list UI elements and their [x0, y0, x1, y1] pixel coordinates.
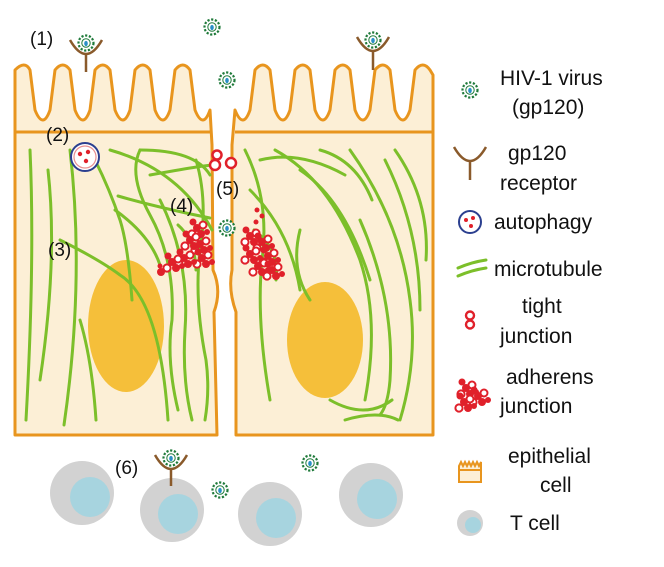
t-cell-icon — [457, 510, 483, 536]
legend-epithelial-line1: epithelial — [508, 445, 591, 468]
microtubules-right — [243, 148, 428, 422]
gp120-receptor-apical-left — [68, 34, 104, 72]
callout-6: (6) — [115, 458, 138, 479]
hiv-virus-icon — [162, 449, 180, 467]
adherens-junction-right — [240, 207, 286, 281]
legend: HIV-1 virus (gp120) gp120 receptor autop… — [452, 67, 603, 536]
gp120-receptor-tcell — [153, 449, 189, 486]
legend-microtubule: microtubule — [494, 258, 603, 281]
callout-2: (2) — [46, 125, 69, 146]
legend-virus-line1: HIV-1 virus — [500, 67, 603, 90]
hiv-virus-icon — [461, 81, 479, 99]
epithelial-cell-right — [229, 63, 435, 437]
legend-adherens-line1: adherens — [506, 366, 594, 389]
callout-3: (3) — [48, 240, 71, 261]
gp120-receptor-apical-right — [355, 31, 391, 70]
callout-5: (5) — [216, 179, 239, 200]
adherens-junction-icon — [454, 377, 492, 413]
legend-tight-line1: tight — [522, 295, 562, 318]
nucleus-left — [88, 260, 164, 392]
tight-junction-icon — [464, 310, 476, 330]
gp120-receptor-icon — [452, 146, 488, 180]
legend-receptor-line2: receptor — [500, 172, 577, 195]
hiv-virus-icon — [364, 31, 382, 49]
adherens-junction-left — [157, 217, 216, 276]
legend-virus-line2: (gp120) — [512, 96, 584, 119]
autophagy-icon — [458, 210, 482, 234]
t-cells — [50, 461, 403, 546]
callout-4: (4) — [170, 196, 193, 217]
legend-tcell: T cell — [510, 512, 560, 535]
legend-tight-line2: junction — [499, 325, 572, 348]
nucleus-right — [287, 282, 363, 398]
epithelial-cell-icon — [458, 459, 482, 483]
legend-adherens-line2: junction — [499, 395, 572, 418]
legend-autophagy: autophagy — [494, 211, 593, 234]
microtubule-icon — [456, 258, 488, 278]
legend-epithelial-line2: cell — [540, 474, 572, 497]
callout-1: (1) — [30, 29, 53, 50]
autophagy-vesicle — [70, 142, 100, 172]
tight-junction-between-cells — [208, 149, 238, 172]
epithelial-cell-left — [13, 63, 220, 437]
legend-receptor-line1: gp120 — [508, 142, 566, 165]
hiv-virus-icon — [77, 34, 95, 52]
